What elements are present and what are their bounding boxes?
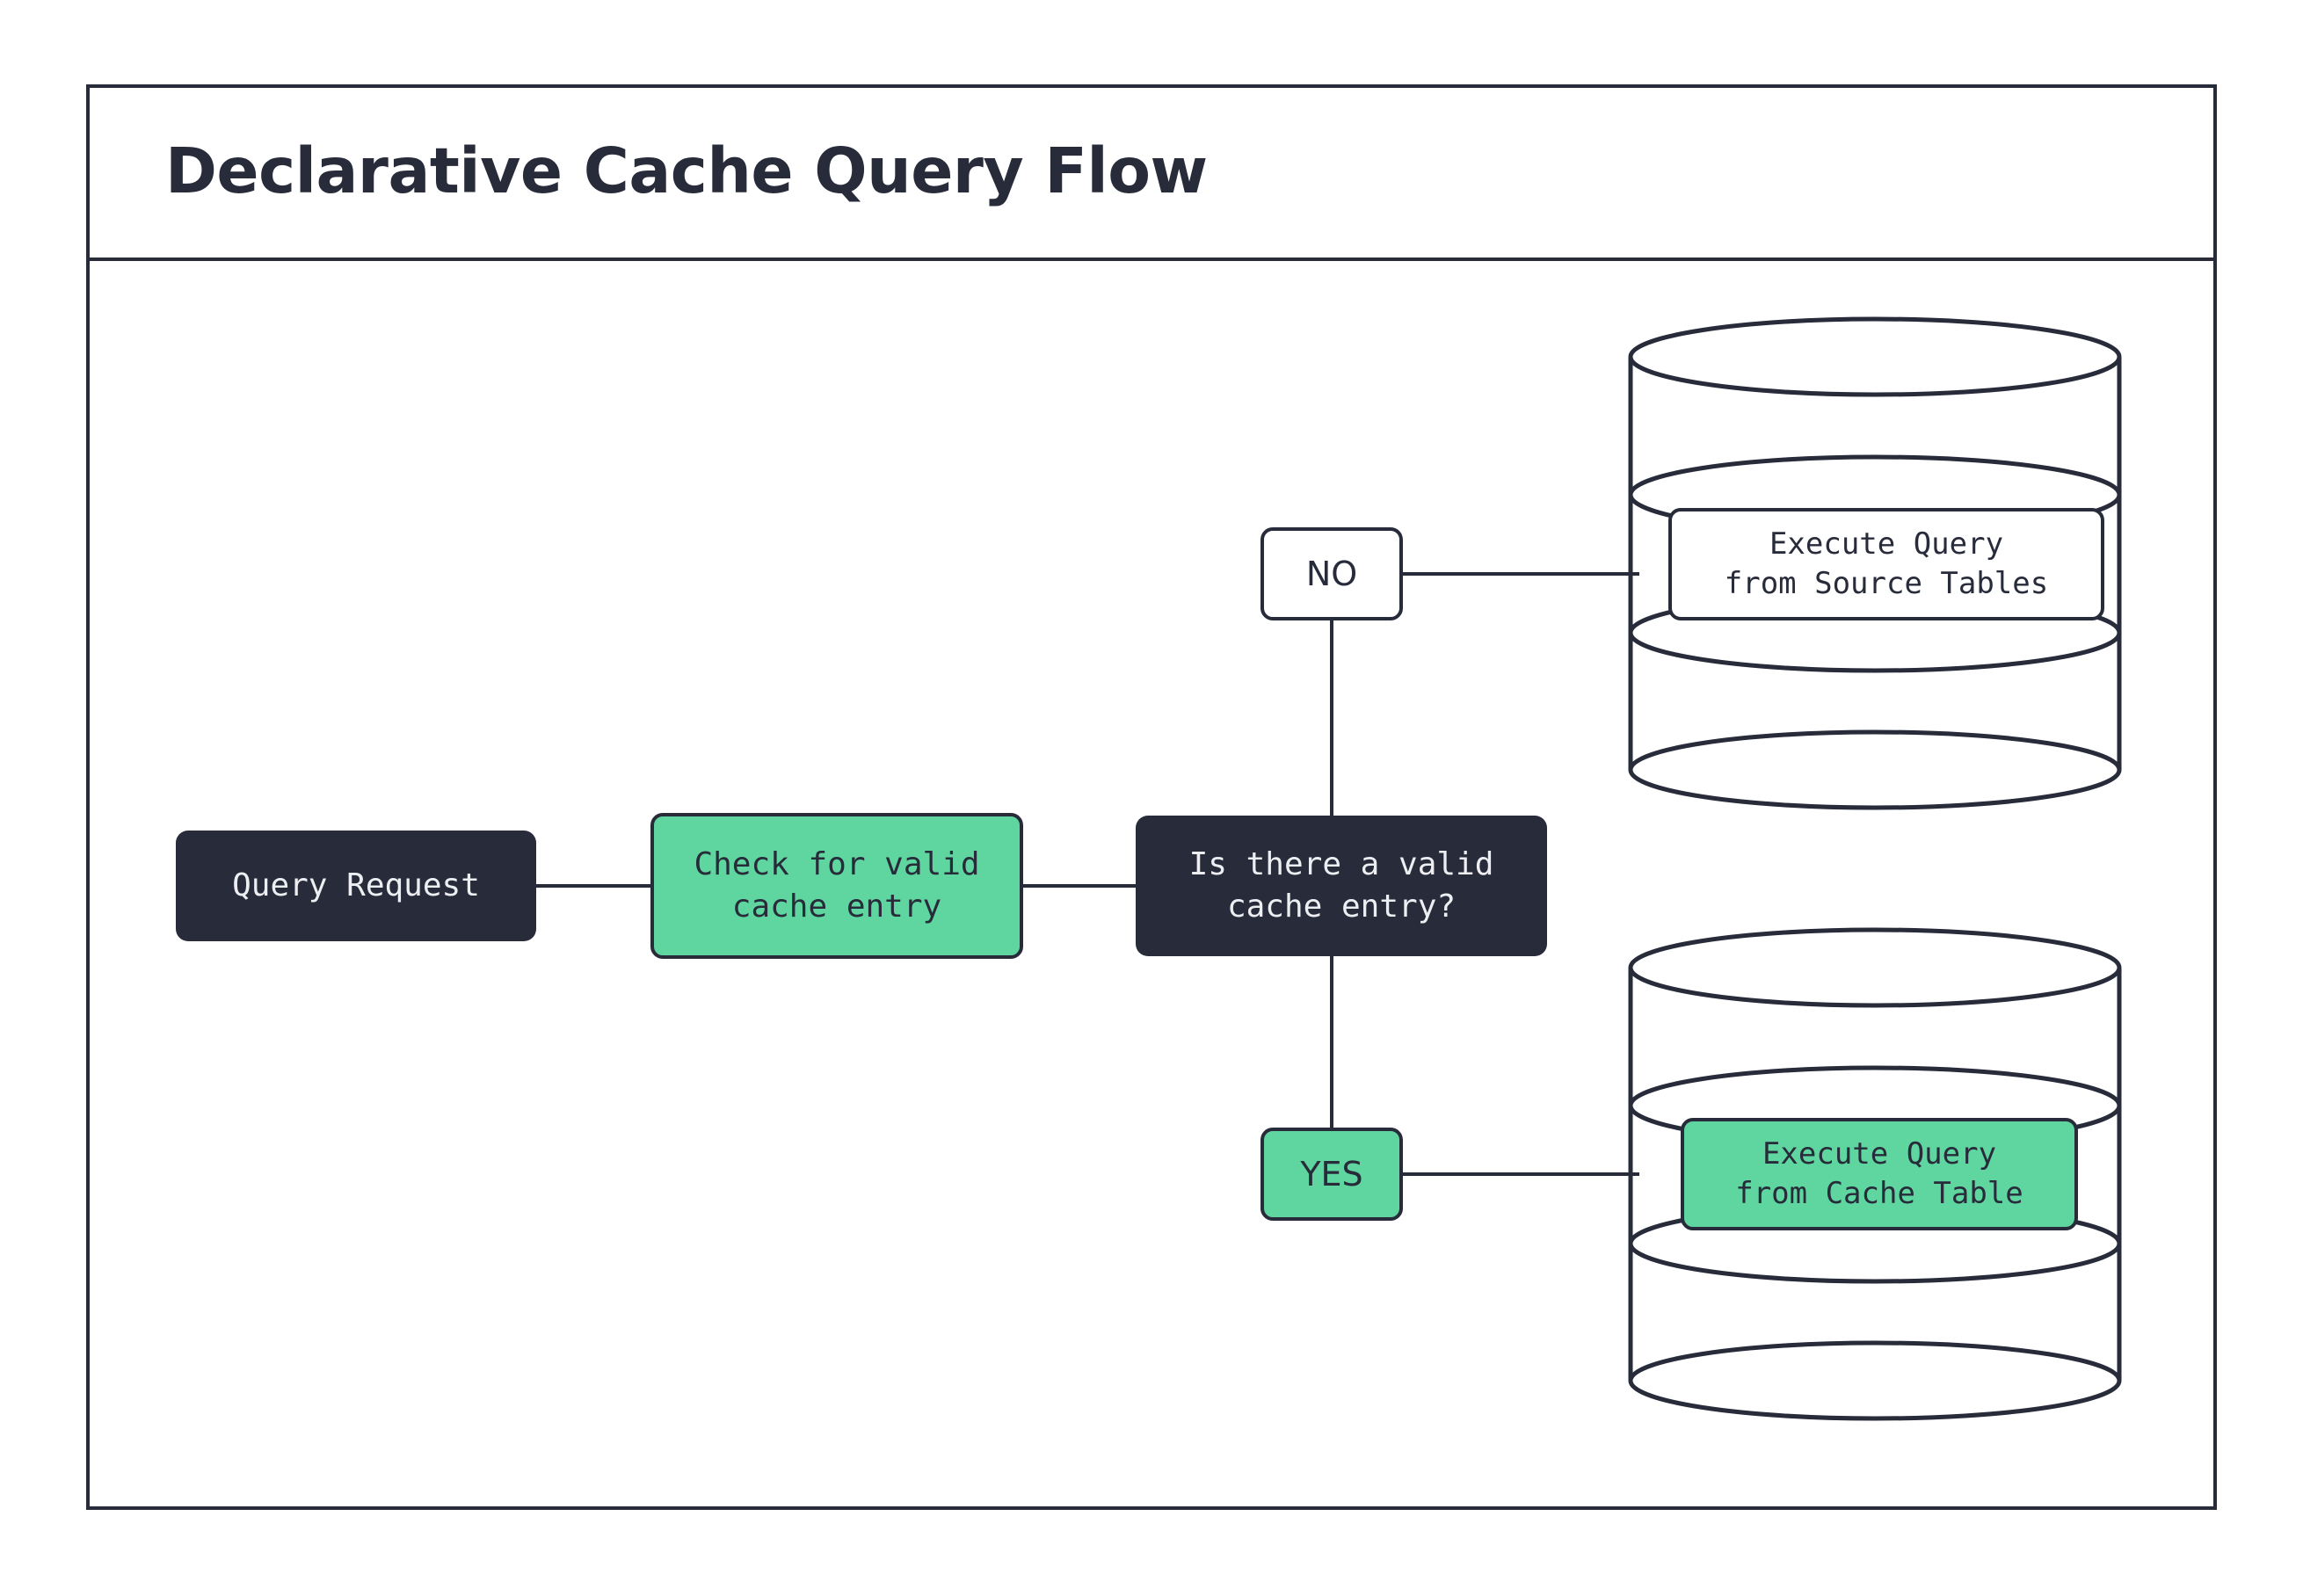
edge-decision-to-yes — [1330, 956, 1333, 1129]
edge-decision-to-no — [1330, 620, 1333, 817]
node-query-request[interactable]: Query Request — [176, 831, 536, 941]
node-execute-query-from-source-tables[interactable]: Execute Query from Source Tables — [1668, 508, 2104, 620]
diagram-frame — [86, 84, 2217, 1510]
node-execute-query-from-cache-table[interactable]: Execute Query from Cache Table — [1681, 1118, 2078, 1230]
page-title: Declarative Cache Query Flow — [165, 134, 1208, 207]
branch-label-no[interactable]: NO — [1260, 527, 1403, 620]
node-decision-valid-cache-entry[interactable]: Is there a valid cache entry? — [1136, 816, 1547, 956]
edge-no-to-source-database — [1402, 572, 1639, 576]
node-check-for-valid-cache-entry[interactable]: Check for valid cache entry — [650, 813, 1023, 959]
branch-label-yes[interactable]: YES — [1260, 1128, 1403, 1221]
edge-query-request-to-check — [536, 884, 650, 888]
diagram-titlebar: Declarative Cache Query Flow — [86, 84, 2217, 261]
cache-database-cylinder — [1628, 927, 2122, 1421]
database-cylinder-icon — [1628, 927, 2122, 1421]
edge-yes-to-cache-database — [1402, 1172, 1639, 1176]
edge-check-to-decision — [1023, 884, 1136, 888]
